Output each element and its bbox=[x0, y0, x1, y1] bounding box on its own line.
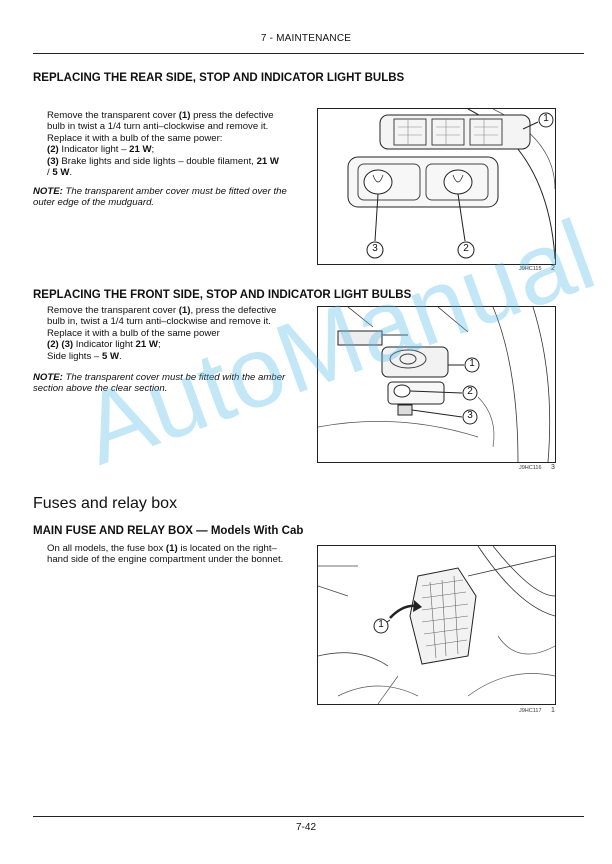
figure-number: 3 bbox=[551, 464, 555, 471]
rear-light-illustration bbox=[347, 109, 555, 260]
section-body-rear: Remove the transparent cover (1) press t… bbox=[47, 110, 302, 178]
front-light-illustration bbox=[318, 307, 551, 462]
callout-3: 3 bbox=[462, 409, 478, 425]
body-line: Replace it with a bulb of the same power bbox=[47, 327, 220, 339]
callout-3: 3 bbox=[366, 241, 384, 259]
section-heading-rear: REPLACING THE REAR SIDE, STOP AND INDICA… bbox=[33, 72, 405, 84]
figure-fuse-box: 1 bbox=[317, 545, 556, 705]
callout-2: 2 bbox=[462, 385, 478, 401]
body-line: hand side of the engine compartment unde… bbox=[47, 554, 284, 566]
note-text: The transparent amber cover must be fitt… bbox=[33, 186, 287, 209]
body-line: Replace it with a bulb of the same power… bbox=[47, 132, 223, 144]
body-line: On all models, the fuse box (1) is locat… bbox=[47, 543, 277, 554]
figure-front-light: 1 2 3 bbox=[317, 306, 556, 463]
figure-number: 1 bbox=[551, 707, 555, 714]
note-rear: NOTE: The transparent amber cover must b… bbox=[33, 186, 303, 209]
note-text: The transparent cover must be fitted wit… bbox=[33, 372, 286, 395]
callout-1: 1 bbox=[464, 357, 480, 373]
fuse-box-illustration bbox=[318, 546, 555, 704]
running-header: 7 - MAINTENANCE bbox=[260, 33, 352, 44]
section-body-front: Remove the transparent cover (1), press … bbox=[47, 305, 302, 362]
body-line: / 5 W. bbox=[47, 167, 73, 179]
body-line: Remove the transparent cover (1), press … bbox=[47, 305, 277, 316]
section-heading-front: REPLACING THE FRONT SIDE, STOP AND INDIC… bbox=[33, 289, 412, 301]
footer-rule bbox=[33, 816, 584, 817]
section-heading-fuse: MAIN FUSE AND RELAY BOX — Models With Ca… bbox=[33, 525, 304, 537]
body-line: (2) Indicator light – 21 W; bbox=[47, 144, 155, 156]
section-body-fuse: On all models, the fuse box (1) is locat… bbox=[47, 543, 302, 566]
figure-rear-light: 1 3 2 bbox=[317, 108, 556, 265]
note-label: NOTE: bbox=[33, 186, 63, 197]
chapter-title: Fuses and relay box bbox=[33, 495, 178, 512]
callout-1: 1 bbox=[538, 112, 554, 128]
body-line: (3) Brake lights and side lights – doubl… bbox=[47, 155, 279, 167]
page-number: 7-42 bbox=[295, 822, 316, 833]
figure-number: 2 bbox=[551, 265, 555, 272]
note-front: NOTE: The transparent cover must be fitt… bbox=[33, 372, 303, 395]
note-label: NOTE: bbox=[33, 372, 63, 383]
callout-1: 1 bbox=[373, 618, 389, 634]
body-line: bulb in twist a 1/4 turn anti–clockwise … bbox=[47, 121, 269, 133]
header-rule bbox=[33, 53, 584, 54]
body-line: Side lights – 5 W. bbox=[47, 350, 122, 362]
callout-2: 2 bbox=[457, 241, 475, 259]
figure-code: J9HC117 bbox=[519, 708, 542, 714]
body-line: (2) (3) Indicator light 21 W; bbox=[47, 339, 161, 351]
body-line: bulb in, twist a 1/4 turn anti–clockwise… bbox=[47, 316, 271, 328]
body-line: Remove the transparent cover (1) press t… bbox=[47, 110, 274, 121]
figure-code: J9HC116 bbox=[519, 465, 542, 471]
figure-code: J9HC115 bbox=[519, 266, 542, 272]
